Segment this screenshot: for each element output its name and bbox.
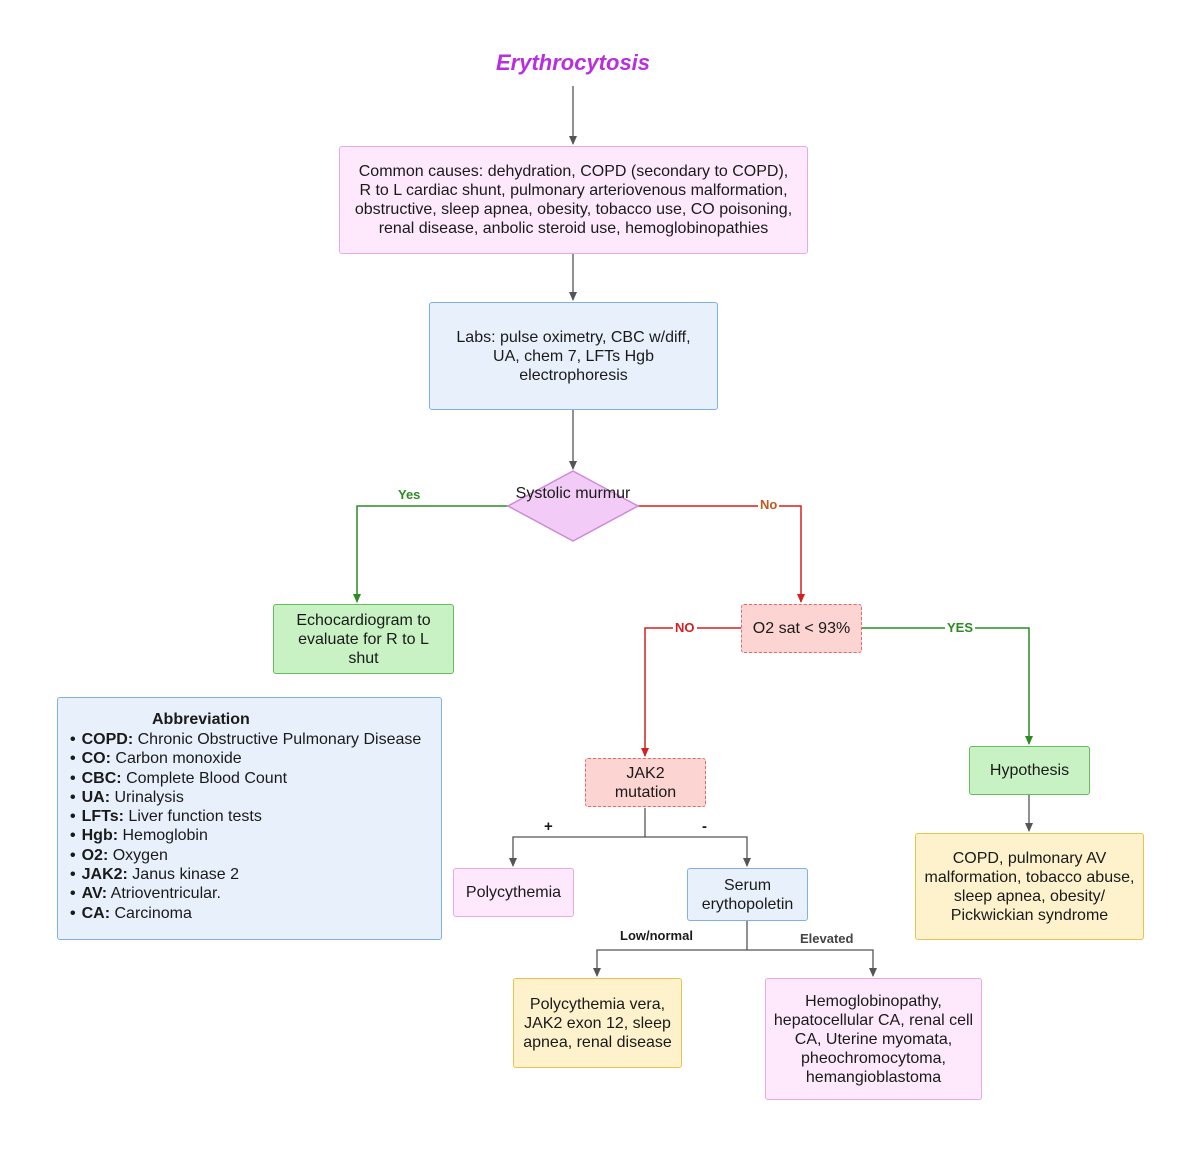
diagram-title: Erythrocytosis: [495, 50, 651, 75]
echocardiogram-box: Echocardiogram to evaluate for R to L sh…: [273, 604, 454, 674]
edge-no: [638, 505, 805, 603]
copd-causes-box: COPD, pulmonary AV malformation, tobacco…: [915, 833, 1144, 940]
edge-label-yes: Yes: [396, 487, 423, 502]
edge-label-plus: +: [542, 818, 555, 835]
abbreviation-item: CO: Carbon monoxide: [70, 749, 431, 768]
abbreviation-item: CBC: Complete Blood Count: [70, 769, 431, 788]
polycythemia-box: Polycythemia: [453, 868, 574, 917]
edge-label-yes-caps: YES: [945, 620, 976, 635]
abbreviation-def: Carcinoma: [114, 904, 192, 922]
abbreviation-item: AV: Atrioventricular.: [70, 884, 431, 903]
common-causes-box: Common causes: dehydration, COPD (second…: [339, 146, 808, 254]
labs-box: Labs: pulse oximetry, CBC w/diff, UA, ch…: [429, 302, 718, 410]
edge-plus: [509, 808, 646, 867]
o2-sat-text: O2 sat < 93%: [752, 620, 851, 637]
hypothesis-box: Hypothesis: [969, 746, 1090, 795]
edge-low-normal: [593, 921, 748, 977]
edge-label-low-normal: Low/normal: [618, 928, 695, 943]
abbreviation-def: Complete Blood Count: [126, 769, 288, 787]
copd-causes-text: COPD, pulmonary AV malformation, tobacco…: [924, 849, 1135, 924]
o2-sat-box: O2 sat < 93%: [741, 604, 862, 653]
systolic-diamond: [506, 470, 640, 542]
abbreviation-item: O2: Oxygen: [70, 846, 431, 865]
edge-yes: [353, 505, 508, 603]
serum-erythropoietin-box: Serum erythopoletin: [687, 868, 808, 921]
hemoglobinopathy-text: Hemoglobinopathy, hepatocellular CA, ren…: [773, 992, 974, 1086]
abbreviation-def: Carbon monoxide: [115, 750, 242, 768]
abbreviation-term: UA:: [81, 788, 111, 806]
common-causes-text: Common causes: dehydration, COPD (second…: [354, 163, 793, 237]
abbreviation-list: COPD: Chronic Obstructive Pulmonary Dise…: [70, 730, 431, 923]
abbreviation-item: JAK2: Janus kinase 2: [70, 865, 431, 884]
abbreviation-item: COPD: Chronic Obstructive Pulmonary Dise…: [70, 730, 431, 749]
abbreviation-item: LFTs: Liver function tests: [70, 807, 431, 826]
abbreviation-item: CA: Carcinoma: [70, 904, 431, 923]
abbreviation-term: COPD:: [81, 731, 134, 748]
edge-elevated: [747, 949, 877, 977]
polycythemia-vera-box: Polycythemia vera, JAK2 exon 12, sleep a…: [513, 978, 682, 1068]
abbreviation-term: O2:: [81, 846, 109, 864]
abbreviation-term: Hgb:: [81, 827, 119, 845]
abbreviation-legend: Abbreviation COPD: Chronic Obstructive P…: [57, 697, 442, 940]
hypothesis-text: Hypothesis: [989, 762, 1070, 779]
abbreviation-def: Atrioventricular.: [110, 885, 221, 903]
abbreviation-term: CA:: [81, 904, 111, 922]
abbreviation-term: LFTs:: [81, 808, 124, 826]
abbreviation-def: Liver function tests: [128, 808, 262, 826]
abbreviation-term: JAK2:: [81, 866, 128, 884]
edge-yes-caps: [862, 627, 1033, 745]
systolic-murmur-label: Systolic murmur: [515, 485, 631, 502]
abbreviation-def: Oxygen: [112, 846, 168, 864]
edge-minus: [645, 836, 751, 867]
edge-no-caps: [641, 627, 741, 757]
abbreviation-def: Urinalysis: [114, 788, 184, 806]
polycythemia-vera-text: Polycythemia vera, JAK2 exon 12, sleep a…: [523, 995, 672, 1051]
edge-label-no-caps: NO: [673, 620, 697, 635]
abbreviation-item: UA: Urinalysis: [70, 788, 431, 807]
jak2-mutation-text: JAK2 mutation: [614, 764, 677, 801]
abbreviation-heading: Abbreviation: [152, 711, 250, 728]
polycythemia-text: Polycythemia: [465, 884, 562, 901]
serum-erythropoietin-text: Serum erythopoletin: [701, 876, 794, 913]
abbreviation-item: Hgb: Hemoglobin: [70, 826, 431, 845]
labs-text: Labs: pulse oximetry, CBC w/diff, UA, ch…: [456, 328, 691, 384]
abbreviation-term: AV:: [81, 885, 108, 903]
jak2-mutation-box: JAK2 mutation: [585, 758, 706, 807]
abbreviation-term: CBC:: [81, 769, 122, 787]
edge-label-minus: -: [700, 818, 709, 835]
abbreviation-def: Janus kinase 2: [132, 866, 240, 884]
abbreviation-def: Hemoglobin: [122, 827, 208, 845]
edge-label-elevated: Elevated: [798, 931, 856, 946]
edge-label-no: No: [758, 497, 780, 512]
hemoglobinopathy-box: Hemoglobinopathy, hepatocellular CA, ren…: [765, 978, 982, 1100]
echocardiogram-text: Echocardiogram to evaluate for R to L sh…: [296, 611, 431, 667]
abbreviation-def: Chronic Obstructive Pulmonary Disease: [137, 731, 422, 748]
abbreviation-term: CO:: [81, 750, 111, 768]
